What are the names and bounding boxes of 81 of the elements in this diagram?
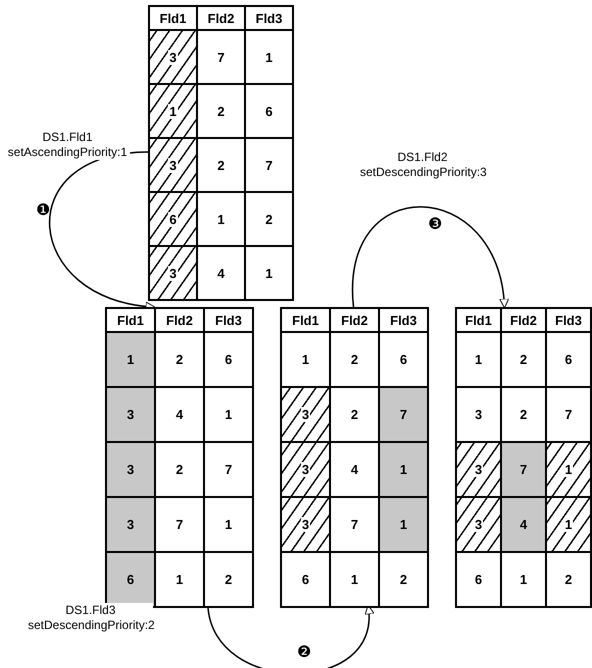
header-cell: Fld1 — [106, 308, 155, 332]
header-cell: Fld1 — [456, 308, 501, 332]
shaded-cell: 3 — [106, 497, 155, 552]
data-cell: 1 — [330, 552, 379, 607]
header-cell: Fld3 — [204, 308, 253, 332]
header-cell: Fld2 — [155, 308, 204, 332]
data-cell: 2 — [155, 332, 204, 387]
header-cell: Fld2 — [197, 6, 245, 30]
data-cell: 3 — [456, 387, 501, 442]
shaded-cell: 3 — [106, 387, 155, 442]
data-cell: 6 — [204, 332, 253, 387]
hatched-cell: 3 — [149, 30, 197, 84]
shaded-cell: 1 — [379, 497, 428, 552]
hatched-cell: 3 — [456, 442, 501, 497]
data-cell: 6 — [546, 332, 591, 387]
hatched-cell: 1 — [546, 497, 591, 552]
data-cell: 6 — [281, 552, 330, 607]
data-cell: 7 — [204, 442, 253, 497]
header-cell: Fld3 — [245, 6, 293, 30]
edge-label: DS1.Fld3 setDescendingPriority:2 — [28, 603, 153, 633]
data-cell: 1 — [501, 552, 546, 607]
edge-label: DS1.Fld1 setAscendingPriority:1 — [5, 130, 130, 160]
data-cell: 2 — [197, 138, 245, 192]
hatched-cell: 3 — [456, 497, 501, 552]
data-cell: 2 — [501, 332, 546, 387]
shaded-cell: 3 — [106, 442, 155, 497]
hatched-cell: 3 — [149, 246, 197, 300]
hatched-cell: 3 — [281, 387, 330, 442]
step-number: ❶ — [36, 201, 50, 220]
shaded-cell: 1 — [379, 442, 428, 497]
data-cell: 4 — [330, 442, 379, 497]
data-table — [148, 5, 294, 301]
header-cell: Fld2 — [501, 308, 546, 332]
data-cell: 1 — [245, 30, 293, 84]
data-cell: 2 — [330, 332, 379, 387]
data-cell: 7 — [330, 497, 379, 552]
data-cell: 6 — [456, 552, 501, 607]
header-cell: Fld1 — [149, 6, 197, 30]
hatched-cell: 3 — [281, 497, 330, 552]
data-cell: 1 — [245, 246, 293, 300]
shaded-cell: 1 — [106, 332, 155, 387]
data-cell: 1 — [155, 552, 204, 607]
data-cell: 4 — [155, 387, 204, 442]
hatched-cell: 3 — [149, 138, 197, 192]
data-cell: 7 — [155, 497, 204, 552]
data-cell: 1 — [281, 332, 330, 387]
data-cell: 2 — [546, 552, 591, 607]
data-cell: 2 — [245, 192, 293, 246]
edge-label: DS1.Fld2 setDescendingPriority:3 — [360, 150, 485, 180]
data-cell: 1 — [456, 332, 501, 387]
step-number: ❷ — [297, 643, 311, 662]
data-cell: 2 — [204, 552, 253, 607]
data-table — [280, 307, 429, 608]
header-cell: Fld3 — [546, 308, 591, 332]
data-table — [455, 307, 592, 608]
data-cell: 4 — [197, 246, 245, 300]
hatched-cell: 1 — [149, 84, 197, 138]
header-cell: Fld1 — [281, 308, 330, 332]
data-cell: 7 — [245, 138, 293, 192]
data-cell: 2 — [379, 552, 428, 607]
header-cell: Fld3 — [379, 308, 428, 332]
data-cell: 1 — [204, 497, 253, 552]
data-cell: 2 — [197, 84, 245, 138]
hatched-cell: 1 — [546, 442, 591, 497]
data-cell: 6 — [245, 84, 293, 138]
data-cell: 1 — [204, 387, 253, 442]
step-number: ❸ — [428, 215, 442, 234]
data-cell: 2 — [501, 387, 546, 442]
data-cell: 2 — [330, 387, 379, 442]
header-cell: Fld2 — [330, 308, 379, 332]
shaded-cell: 7 — [379, 387, 428, 442]
hatched-cell: 3 — [281, 442, 330, 497]
data-cell: 7 — [546, 387, 591, 442]
data-cell: 1 — [197, 192, 245, 246]
shaded-cell: 4 — [501, 497, 546, 552]
curved-arrow — [352, 206, 508, 308]
data-cell: 6 — [379, 332, 428, 387]
data-cell: 2 — [155, 442, 204, 497]
hatched-cell: 6 — [149, 192, 197, 246]
shaded-cell: 7 — [501, 442, 546, 497]
data-cell: 7 — [197, 30, 245, 84]
